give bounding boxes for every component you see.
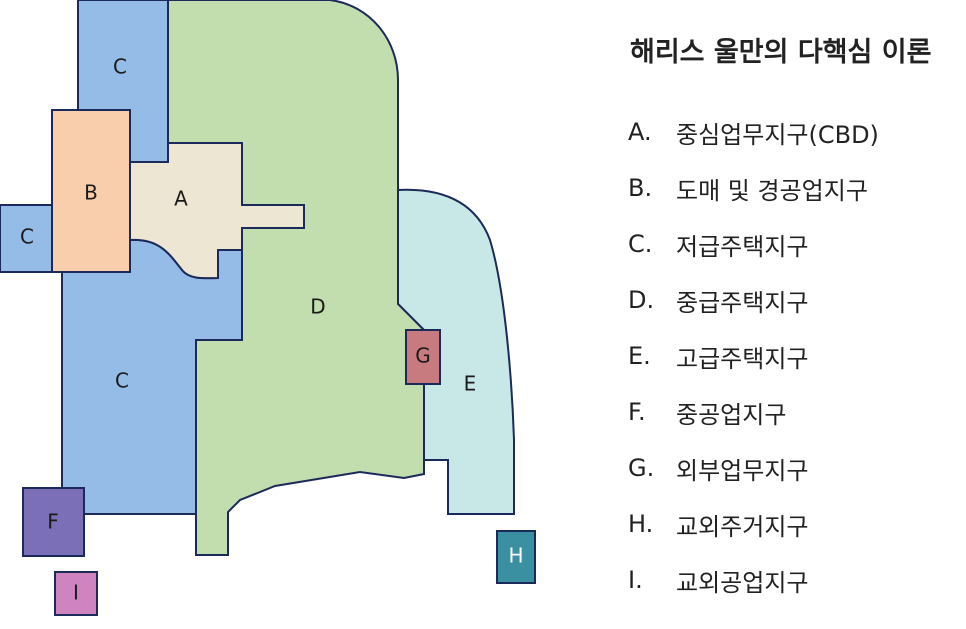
legend-letter: I.: [628, 566, 643, 594]
zone-d-label: D: [310, 295, 325, 319]
legend-title: 해리스 울만의 다핵심 이론: [630, 37, 932, 68]
legend-letter: A.: [628, 118, 652, 146]
legend-letter: G.: [628, 454, 655, 482]
legend-name: 외부업무지구: [676, 456, 809, 485]
zone-h-label: H: [508, 544, 523, 568]
multiple-nuclei-diagram: C B A C D C G E F H I: [0, 0, 536, 616]
legend-name: 저급주택지구: [676, 232, 809, 261]
zone-b-label: B: [84, 181, 98, 205]
zone-f-label: F: [47, 510, 59, 534]
legend-name: 고급주택지구: [676, 344, 809, 373]
legend-item-d: D. 중급주택지구: [628, 272, 879, 328]
legend-item-b: B. 도매 및 경공업지구: [628, 160, 879, 216]
legend-name: 중공업지구: [676, 400, 787, 429]
legend-letter: C.: [628, 230, 653, 258]
legend-item-a: A. 중심업무지구(CBD): [628, 104, 879, 160]
legend-letter: B.: [628, 174, 653, 202]
zone-h-region: [496, 530, 536, 584]
zone-a-region: [129, 142, 305, 280]
zone-i-region: [54, 571, 98, 616]
zone-a-label: A: [174, 187, 188, 211]
legend-item-h: H. 교외주거지구: [628, 496, 879, 552]
zone-i-label: I: [73, 581, 79, 605]
zone-g-region: [405, 329, 441, 385]
legend-item-e: E. 고급주택지구: [628, 328, 879, 384]
legend-list: A. 중심업무지구(CBD) B. 도매 및 경공업지구 C. 저급주택지구 D. 중급…: [628, 104, 879, 608]
legend-letter: D.: [628, 286, 655, 314]
zone-e-label: E: [464, 372, 477, 396]
zone-f-region: [22, 487, 85, 557]
legend-name: 교외공업지구: [676, 568, 809, 597]
legend-letter: E.: [628, 342, 651, 370]
legend-item-f: F. 중공업지구: [628, 384, 879, 440]
legend-item-i: I. 교외공업지구: [628, 552, 879, 608]
zone-b-region: [51, 109, 131, 273]
legend-name: 도매 및 경공업지구: [676, 176, 868, 205]
legend-item-g: G. 외부업무지구: [628, 440, 879, 496]
legend-name: 중심업무지구(CBD): [676, 120, 879, 149]
legend-letter: F.: [628, 398, 646, 426]
legend-name: 교외주거지구: [676, 512, 809, 541]
zone-c-left-label: C: [20, 225, 34, 249]
legend-letter: H.: [628, 510, 654, 538]
zone-c-top-label: C: [113, 55, 127, 79]
zone-e-region: [397, 188, 515, 515]
legend-item-c: C. 저급주택지구: [628, 216, 879, 272]
legend-name: 중급주택지구: [676, 288, 809, 317]
zone-c-lower-label: C: [115, 369, 129, 393]
zone-g-label: G: [415, 344, 431, 368]
